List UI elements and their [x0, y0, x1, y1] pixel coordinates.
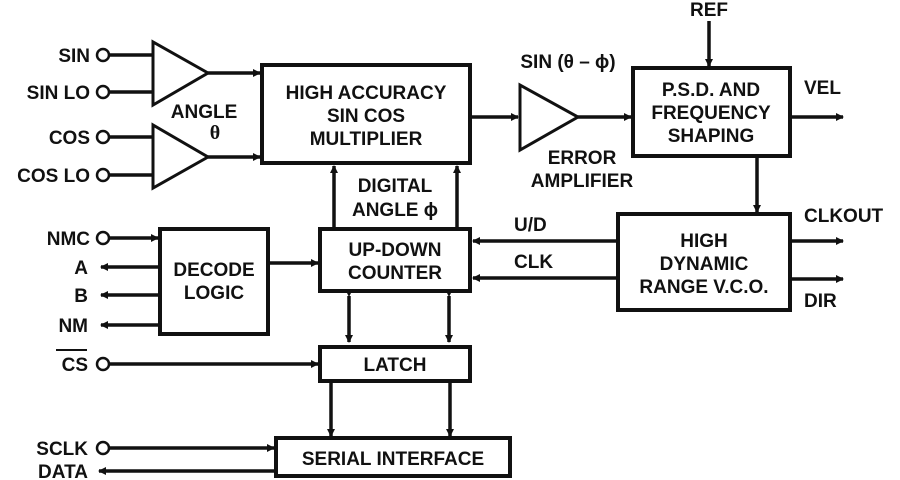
pin-sin-lo [95, 84, 111, 100]
pin-label-sin: SIN [58, 46, 90, 67]
counter-line-2: COUNTER [348, 263, 442, 284]
decode-line-2: LOGIC [184, 283, 244, 304]
pin-label-b: B [74, 286, 88, 307]
sin-theta-minus-phi-label: SIN (θ – ϕ) [520, 52, 615, 73]
pin-label-sclk: SCLK [36, 439, 88, 460]
dir-label: DIR [804, 291, 837, 312]
pin-sclk [95, 440, 111, 456]
vco-line-3: RANGE V.C.O. [639, 277, 768, 298]
serial-interface-block [274, 436, 512, 478]
pin-cos [95, 129, 111, 145]
decode-line-1: DECODE [173, 260, 254, 281]
sin-input-amplifier [151, 39, 212, 108]
latch-label: LATCH [364, 355, 427, 376]
pin-label-nmc: NMC [47, 229, 91, 250]
multiplier-line-1: HIGH ACCURACY [286, 83, 447, 104]
pin-sin [95, 47, 111, 63]
error-amp-label-2: AMPLIFIER [531, 171, 634, 192]
pin-label-nm: NM [58, 316, 88, 337]
digital-angle-label-2: ANGLE ϕ [352, 200, 438, 221]
psd-line-1: P.S.D. AND [662, 80, 760, 101]
psd-block [631, 66, 792, 158]
error-amp-label-1: ERROR [548, 148, 617, 169]
psd-line-3: SHAPING [668, 126, 755, 147]
vco-block [616, 212, 792, 312]
latch-block [318, 345, 472, 383]
multiplier-line-2: SIN COS [327, 106, 405, 127]
digital-angle-label-1: DIGITAL [358, 176, 433, 197]
clk-label: CLK [514, 252, 553, 273]
counter-line-1: UP-DOWN [349, 240, 442, 261]
pin-nmc [95, 230, 111, 246]
up-down-counter-block [318, 227, 472, 293]
cos-input-amplifier [151, 122, 212, 191]
angle-theta-label: ANGLE [171, 102, 238, 123]
pin-label-data: DATA [38, 462, 88, 480]
psd-line-2: FREQUENCY [651, 103, 771, 124]
serial-interface-label: SERIAL INTERFACE [302, 449, 484, 470]
vco-line-2: DYNAMIC [660, 254, 749, 275]
pin-label-cos-lo: COS LO [17, 166, 90, 187]
theta-symbol: θ [210, 122, 220, 144]
decode-logic-block [158, 227, 270, 336]
pin-label-a: A [74, 258, 88, 279]
pin-label-cos: COS [49, 128, 90, 149]
vco-line-1: HIGH [680, 231, 728, 252]
multiplier-block [260, 63, 472, 165]
pin-cs [95, 356, 111, 372]
ref-label: REF [690, 0, 728, 21]
ud-label: U/D [514, 215, 547, 236]
error-amplifier [518, 82, 582, 153]
clkout-label: CLKOUT [804, 206, 884, 227]
pin-label-cs: CS [62, 355, 88, 376]
pin-label-sin-lo: SIN LO [27, 83, 90, 104]
vel-label: VEL [804, 78, 841, 99]
multiplier-line-3: MULTIPLIER [310, 129, 423, 150]
pin-cos-lo [95, 167, 111, 183]
